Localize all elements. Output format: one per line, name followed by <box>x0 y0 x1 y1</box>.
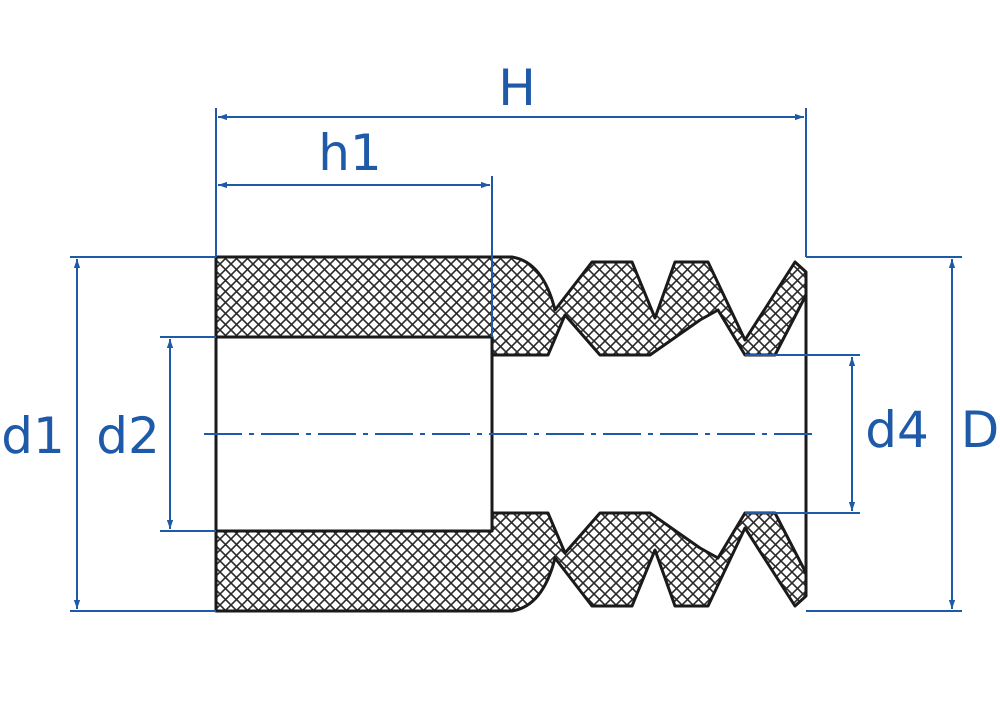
dimension-d2: d2 <box>96 336 216 532</box>
top-wall-section <box>214 255 808 357</box>
label-d4: d4 <box>865 401 929 459</box>
bottom-wall-section <box>214 511 808 613</box>
dimension-d1: d1 <box>1 256 216 612</box>
dimension-h1: h1 <box>218 124 493 337</box>
label-d1: d1 <box>1 407 65 465</box>
label-h1: h1 <box>318 124 382 182</box>
label-D: D <box>961 401 1000 459</box>
dimension-H: H <box>215 59 807 257</box>
label-H: H <box>498 59 536 117</box>
dimension-D: D <box>806 256 1000 612</box>
label-d2: d2 <box>96 407 160 465</box>
dimension-d4: d4 <box>745 354 929 514</box>
